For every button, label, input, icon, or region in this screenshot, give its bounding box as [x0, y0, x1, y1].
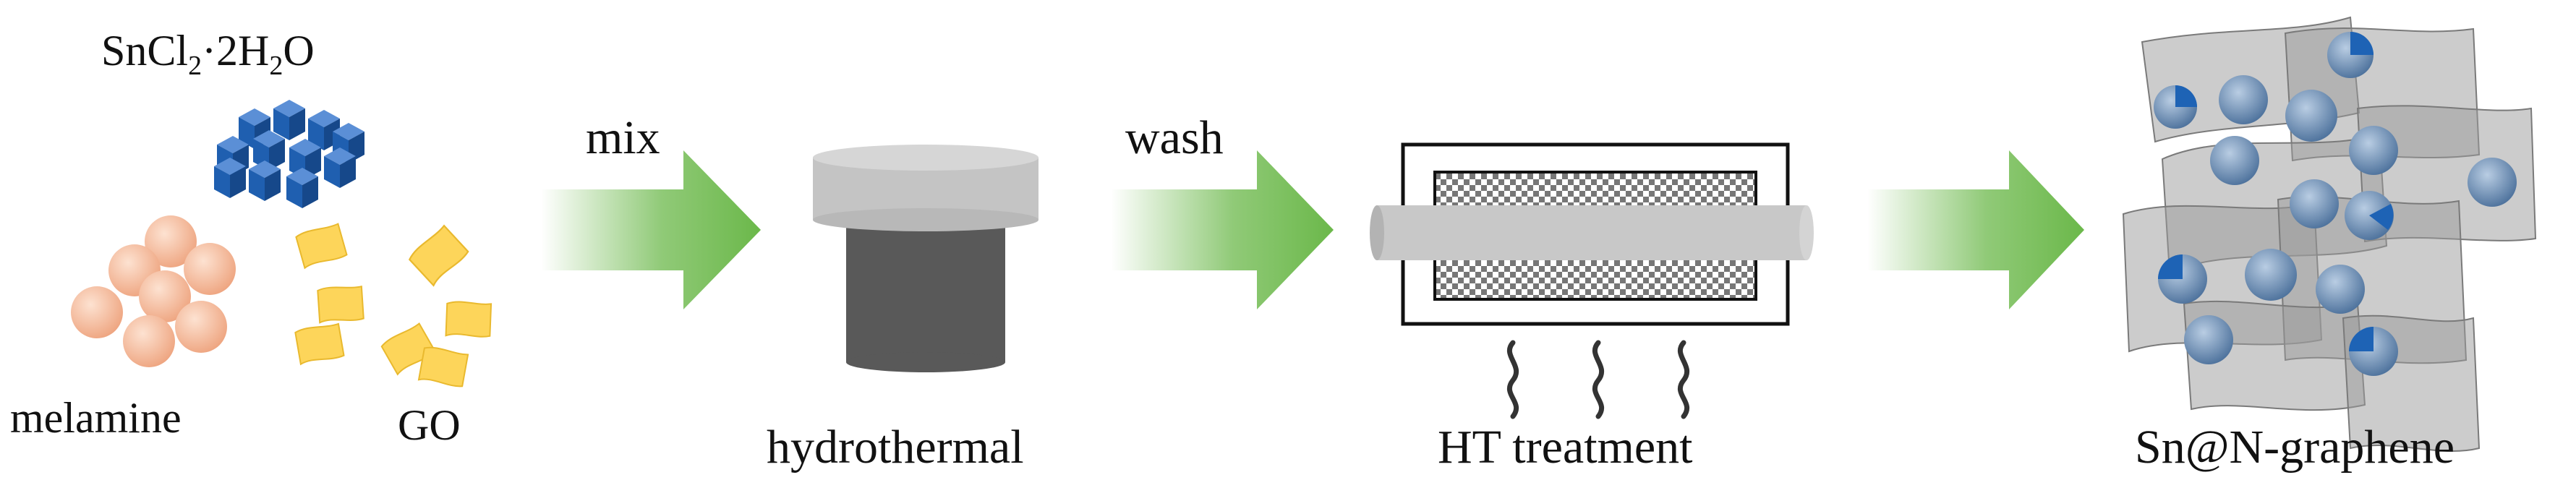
hydrothermal-label: hydrothermal: [767, 421, 1024, 474]
tube-furnace-icon: [1370, 142, 1814, 326]
tin-chloride-crystal-icon: [214, 100, 364, 208]
product-label: Sn@N-graphene: [2135, 421, 2455, 474]
process-arrow-2: [1111, 150, 1334, 309]
melamine-molecule-icon: [71, 215, 236, 367]
wash-step-label: wash: [1125, 111, 1224, 164]
graphene-oxide-sheet-icon: [294, 222, 496, 394]
heat-wave-icon: [1506, 340, 1690, 419]
melamine-label: melamine: [10, 394, 182, 442]
process-arrow-3: [1867, 150, 2084, 309]
ht-treatment-label: HT treatment: [1438, 421, 1693, 474]
mix-step-label: mix: [586, 111, 660, 164]
tin-chloride-formula: SnCl2·2H2O: [101, 27, 315, 81]
autoclave-icon: [813, 145, 1038, 372]
go-label: GO: [398, 401, 461, 449]
sn-n-graphene-composite-icon: [2122, 16, 2537, 453]
process-arrow-1: [541, 150, 761, 309]
